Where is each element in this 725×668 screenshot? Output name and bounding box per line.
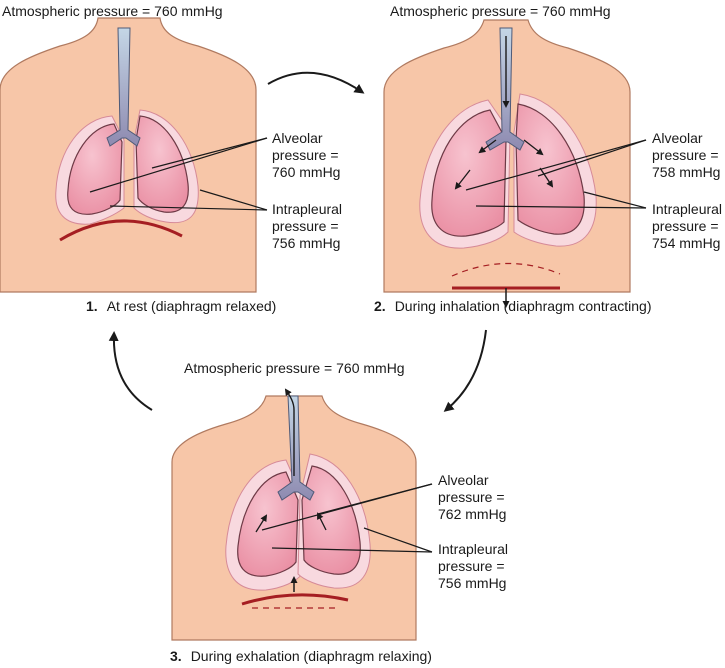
panel-3-caption: 3. During exhalation (diaphragm relaxing) — [170, 648, 432, 665]
intrapleural-pointer-lines — [109, 189, 268, 211]
diaphragm — [59, 219, 183, 242]
trachea — [106, 27, 141, 147]
alveolar-pointer-lines — [465, 139, 647, 191]
panel-2-atmospheric-label: Atmospheric pressure = 760 mmHg — [390, 3, 611, 19]
right-lung — [135, 115, 189, 213]
airflow-arrows — [255, 512, 327, 533]
cycle-arrow-3-to-1 — [108, 331, 153, 411]
panel-1-alveolar-label: Alveolar pressure = 760 mmHg — [272, 130, 341, 180]
panel-3-number: 3. — [170, 648, 182, 664]
cycle-arrows — [108, 71, 487, 412]
cycle-arrow-2-to-3 — [443, 329, 487, 412]
panel-1-rest — [0, 17, 268, 293]
panel-1-intrapleural-label: Intrapleural pressure = 756 mmHg — [272, 201, 343, 251]
panel-1-number: 1. — [86, 298, 98, 314]
right-lung — [301, 465, 361, 575]
torso — [0, 17, 257, 293]
alveolar-pointer-lines — [89, 137, 268, 193]
intrapleural-pointer-lines — [475, 191, 647, 209]
panel-1-caption-text: At rest (diaphragm relaxed) — [106, 298, 277, 314]
panel-2-intrapleural-label: Intrapleural pressure = 754 mmHg — [652, 201, 723, 251]
panel-1-atmospheric-label: Atmospheric pressure = 760 mmHg — [2, 3, 223, 19]
trachea — [277, 395, 315, 501]
relaxed-diaphragm-outline — [451, 262, 561, 277]
panel-3-caption-text: During exhalation (diaphragm relaxing) — [190, 648, 432, 664]
panel-2-alveolar-label: Alveolar pressure = 758 mmHg — [652, 130, 721, 180]
panel-2-caption: 2. During inhalation (diaphragm contracti… — [374, 298, 652, 315]
panel-2-inhalation — [383, 19, 647, 308]
relaxing-diaphragm — [241, 593, 349, 606]
panel-3-exhalation — [171, 388, 433, 641]
right-lung — [515, 103, 585, 235]
panel-2-number: 2. — [374, 298, 386, 314]
trachea-outflow-arrow — [284, 388, 295, 476]
panel-3-intrapleural-label: Intrapleural pressure = 756 mmHg — [438, 541, 509, 591]
airflow-arrows — [454, 139, 554, 190]
panel-3-atmospheric-label: Atmospheric pressure = 760 mmHg — [184, 360, 405, 376]
panel-2-caption-text: During inhalation (diaphragm contracting… — [394, 298, 652, 314]
panel-3-alveolar-label: Alveolar pressure = 762 mmHg — [438, 472, 507, 522]
cycle-arrow-1-to-2 — [267, 71, 365, 94]
trachea — [485, 27, 525, 151]
panel-1-caption: 1. At rest (diaphragm relaxed) — [86, 298, 276, 315]
intrapleural-pointer-lines — [271, 527, 433, 553]
alveolar-pointer-lines — [261, 483, 433, 531]
